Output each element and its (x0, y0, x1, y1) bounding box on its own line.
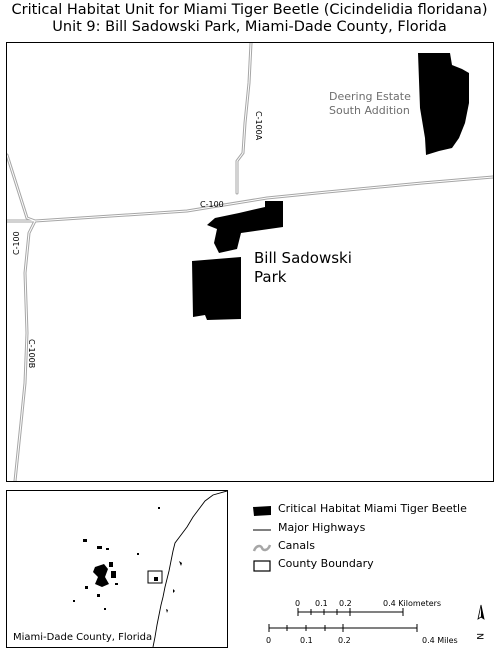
county-boundary-icon (252, 557, 272, 572)
canal-wave-icon (252, 539, 272, 552)
scale-km-tick-0: 0 (295, 599, 300, 608)
scale-km-tick-2: 0.2 (339, 599, 352, 608)
habitat-sadowski-south[interactable] (192, 257, 241, 320)
legend-row-habitat: Critical Habitat Miami Tiger Beetle (252, 500, 467, 516)
map-title-line1: Critical Habitat Unit for Miami Tiger Be… (11, 2, 488, 18)
label-road-c100-west: C-100 (12, 231, 21, 255)
legend-label-highways: Major Highways (278, 520, 366, 534)
canal-network (5, 41, 495, 483)
inset-county-label: Miami-Dade County, Florida (13, 632, 152, 643)
canal-c100-west (5, 153, 37, 223)
label-road-c100a: C-100A (254, 111, 263, 141)
inset-habitat-specks (73, 507, 160, 610)
map-title-line2: Unit 9: Bill Sadowski Park, Miami-Dade C… (52, 19, 447, 35)
inset-map-canvas: Miami-Dade County, Florida (13, 490, 228, 648)
north-arrow-icon: N (474, 604, 485, 640)
north-arrow-label: N (474, 633, 484, 640)
scale-km-tick-3: 0.4 Kilometers (383, 599, 441, 608)
legend-label-canals: Canals (278, 538, 315, 552)
highway-line-icon (252, 521, 272, 533)
scale-mi-tick-1: 0.1 (300, 636, 313, 645)
habitat-sadowski-north[interactable] (207, 201, 283, 253)
inset-extent-box (147, 570, 163, 584)
scale-mi-tick-3: 0.4 Miles (422, 636, 458, 645)
scale-bar-km (297, 608, 404, 616)
label-road-c100: C-100 (200, 200, 224, 209)
scale-mi-tick-2: 0.2 (338, 636, 351, 645)
inset-map[interactable]: Miami-Dade County, Florida (6, 490, 228, 648)
label-park-line2: Park (254, 268, 287, 286)
inset-coastline (152, 490, 228, 648)
legend-label-habitat: Critical Habitat Miami Tiger Beetle (278, 501, 467, 515)
main-map[interactable]: Deering Estate South Addition Bill Sadow… (5, 41, 495, 483)
label-park-line1: Bill Sadowski (254, 249, 352, 267)
canal-c100a (235, 41, 253, 195)
legend-row-highways: Major Highways (252, 519, 365, 535)
label-deering-line2: South Addition (329, 104, 410, 117)
scale-bar-mi (268, 624, 418, 632)
legend-row-county: County Boundary (252, 555, 374, 572)
habitat-swatch-icon (252, 502, 272, 516)
scale-bars: 0 0.1 0.2 0.4 Kilometers 0 0.1 0.2 0.4 M… (266, 599, 485, 645)
legend-row-canals: Canals (252, 537, 315, 553)
legend-label-county: County Boundary (278, 556, 374, 570)
habitat-deering-estate[interactable] (418, 53, 469, 155)
label-road-c100b: C-100B (27, 339, 36, 368)
scale-km-tick-1: 0.1 (315, 599, 328, 608)
label-deering-line1: Deering Estate (329, 90, 411, 103)
scale-mi-tick-0: 0 (266, 636, 271, 645)
main-map-canvas: Deering Estate South Addition Bill Sadow… (5, 41, 495, 483)
